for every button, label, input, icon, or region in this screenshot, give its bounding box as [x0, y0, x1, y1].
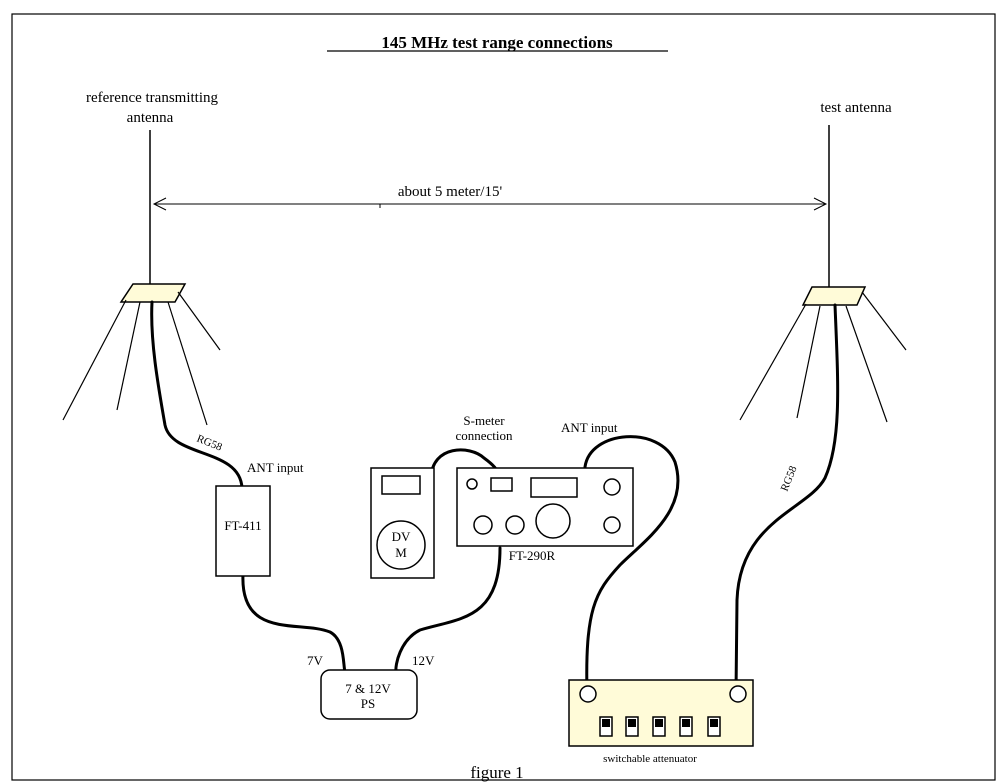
ft290r-radio: FT-290R [456, 467, 634, 563]
attenuator-input-connector [579, 685, 597, 703]
distance-arrow: about 5 meter/15' [152, 184, 828, 211]
ft290r-ant-input-label: ANT input [561, 420, 618, 435]
ft290r-ant-cable [583, 435, 680, 695]
right-coax-label: RG58 [779, 464, 800, 493]
ft411-label: FT-411 [224, 518, 261, 533]
volt12-label: 12V [412, 653, 435, 668]
left-coax-cable [150, 300, 244, 490]
figure-caption: figure 1 [470, 763, 523, 782]
diagram-border [11, 13, 996, 781]
ps-label-1: 7 & 12V [345, 681, 391, 696]
dvm-meter: DV M [370, 467, 435, 579]
dvm-label-2: M [395, 545, 407, 560]
attenuator-output-connector [729, 685, 747, 703]
ft411-ant-input-label: ANT input [247, 460, 304, 475]
reference-antenna-label-1: reference transmitting [86, 90, 219, 106]
ft411-radio: FT-411 [215, 485, 271, 577]
test-antenna-mount [801, 286, 867, 306]
reference-antenna-mount [119, 283, 187, 303]
attenuator-label: switchable attenuator [603, 753, 697, 765]
volt7-label: 7V [307, 653, 324, 668]
reference-antenna: reference transmitting antenna [62, 90, 221, 426]
ft290r-power-cable [394, 546, 502, 674]
reference-antenna-label-2: antenna [127, 110, 174, 126]
dvm-label-1: DV [392, 529, 411, 544]
diagram-title: 145 MHz test range connections [381, 33, 613, 52]
dvm-display [381, 475, 421, 495]
dvm-dial [376, 520, 426, 570]
test-antenna: test antenna [739, 100, 907, 423]
power-supply: 7 & 12V PS [320, 669, 418, 720]
right-coax-cable [734, 303, 840, 695]
ft411-power-cable [241, 572, 347, 674]
test-antenna-label: test antenna [820, 100, 892, 116]
smeter-label-1: S-meter [463, 413, 505, 428]
distance-label: about 5 meter/15' [398, 184, 503, 200]
ps-label-2: PS [361, 696, 375, 711]
ft290r-label: FT-290R [509, 548, 556, 563]
smeter-label-2: connection [455, 428, 513, 443]
switchable-attenuator: switchable attenuator [568, 679, 754, 765]
attenuator-switches [599, 716, 721, 737]
